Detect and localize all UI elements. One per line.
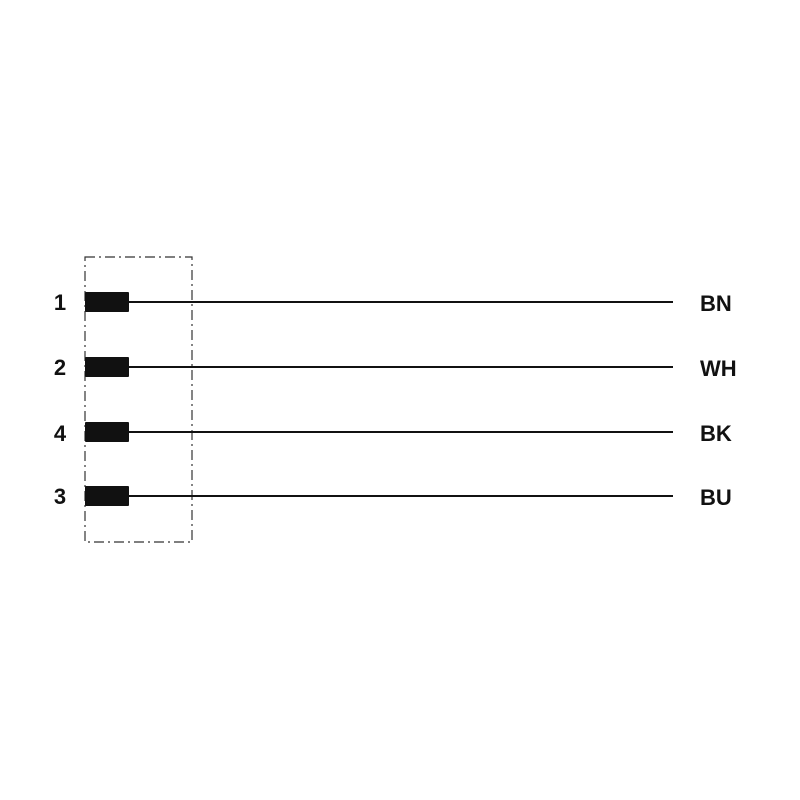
wire-color-label: BN — [700, 291, 732, 316]
pin-row: 2 WH — [54, 355, 737, 381]
pin-number-label: 3 — [54, 484, 66, 509]
pin-row: 1 BN — [54, 290, 732, 316]
pin-contact — [85, 486, 129, 506]
pin-number-label: 4 — [54, 421, 67, 446]
pin-contact — [85, 422, 129, 442]
pin-number-label: 1 — [54, 290, 66, 315]
pin-row: 4 BK — [54, 421, 732, 446]
connector-housing-outline — [84, 256, 193, 543]
pin-contact — [85, 292, 129, 312]
wire-color-label: BK — [700, 421, 732, 446]
pin-contact — [85, 357, 129, 377]
wire-color-label: WH — [700, 356, 737, 381]
pin-row: 3 BU — [54, 484, 732, 510]
pin-number-label: 2 — [54, 355, 66, 380]
wire-color-label: BU — [700, 485, 732, 510]
